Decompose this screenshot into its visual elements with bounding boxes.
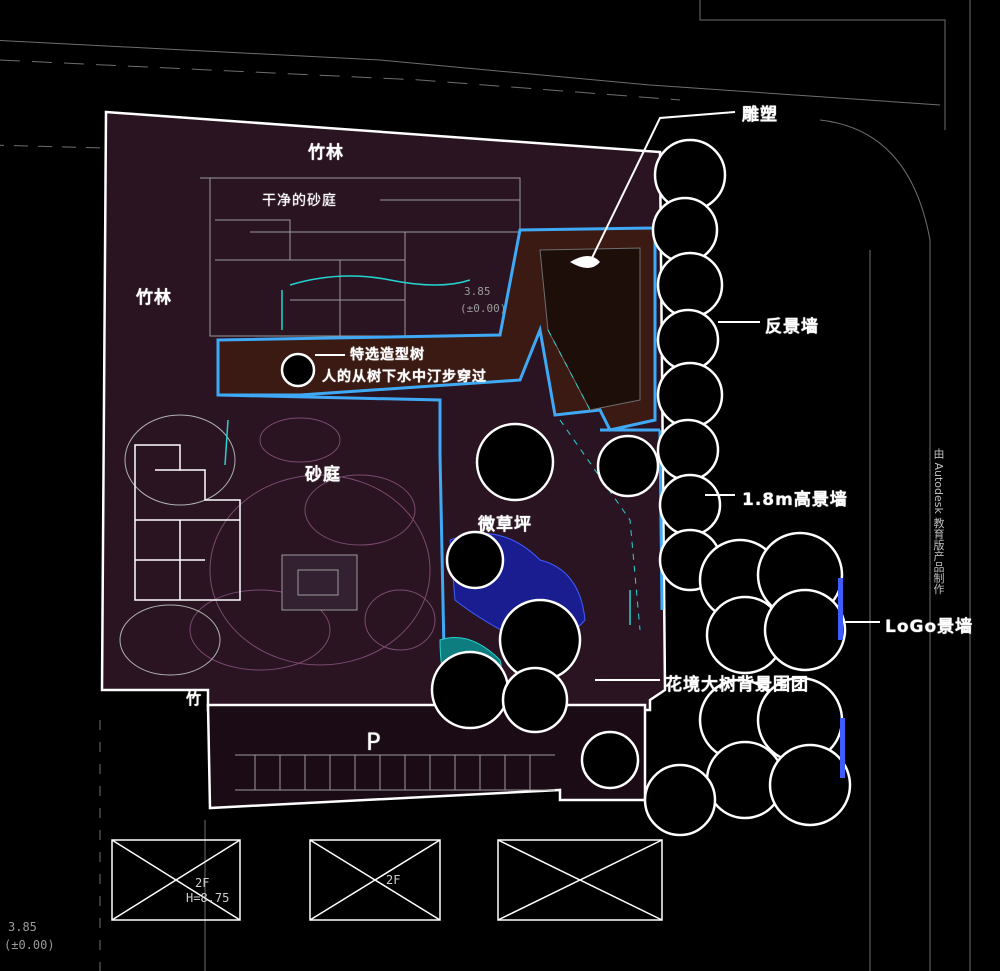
floor-b: 2F	[386, 873, 401, 887]
label-flower-trees: 花境大树背景围团	[665, 675, 809, 695]
parking-stalls	[235, 754, 555, 791]
tree-row-right	[651, 138, 727, 592]
label-tree-note-1: 特选造型树	[350, 347, 425, 363]
label-bamboo-left: 竹林	[136, 288, 172, 308]
level-value-2: 3.85	[8, 920, 37, 934]
level-zero: (±0.00)	[460, 302, 507, 315]
sand-garden-platform	[281, 554, 358, 611]
label-lawn: 微草坪	[478, 515, 532, 535]
label-sculpture: 雕塑	[742, 105, 778, 125]
label-clean-sand-garden: 干净的砂庭	[262, 193, 337, 209]
logo-wall-bar	[838, 578, 843, 640]
floor-a: 2F	[195, 876, 210, 890]
label-bamboo-top: 竹林	[308, 143, 344, 163]
label-feature-wall: 反景墙	[765, 317, 819, 337]
label-logo-wall: LoGo景墙	[885, 617, 974, 637]
callout-lines	[315, 111, 880, 681]
houses-bottom	[111, 839, 663, 921]
level-value: 3.85	[464, 285, 491, 298]
label-high-wall: 1.8m高景墙	[742, 490, 848, 510]
label-bamboo-bottom: 竹	[186, 690, 203, 708]
label-parking: P	[366, 728, 382, 756]
villa-left	[134, 444, 241, 601]
level-zero-2: (±0.00)	[4, 938, 55, 952]
sand-garden-contours	[119, 414, 436, 676]
label-tree-note-2: 人的从树下水中汀步穿过	[322, 369, 487, 385]
autodesk-note: 由 Autodesk 教育版产品制作	[932, 448, 945, 595]
tree-cluster-east	[580, 531, 852, 837]
building-outline	[200, 177, 521, 337]
label-sand-garden: 砂庭	[305, 465, 341, 485]
parking-area	[206, 703, 647, 810]
tree-cluster-garden	[280, 352, 660, 734]
height-a: H=8.75	[186, 891, 230, 905]
stepping-path	[224, 275, 631, 625]
